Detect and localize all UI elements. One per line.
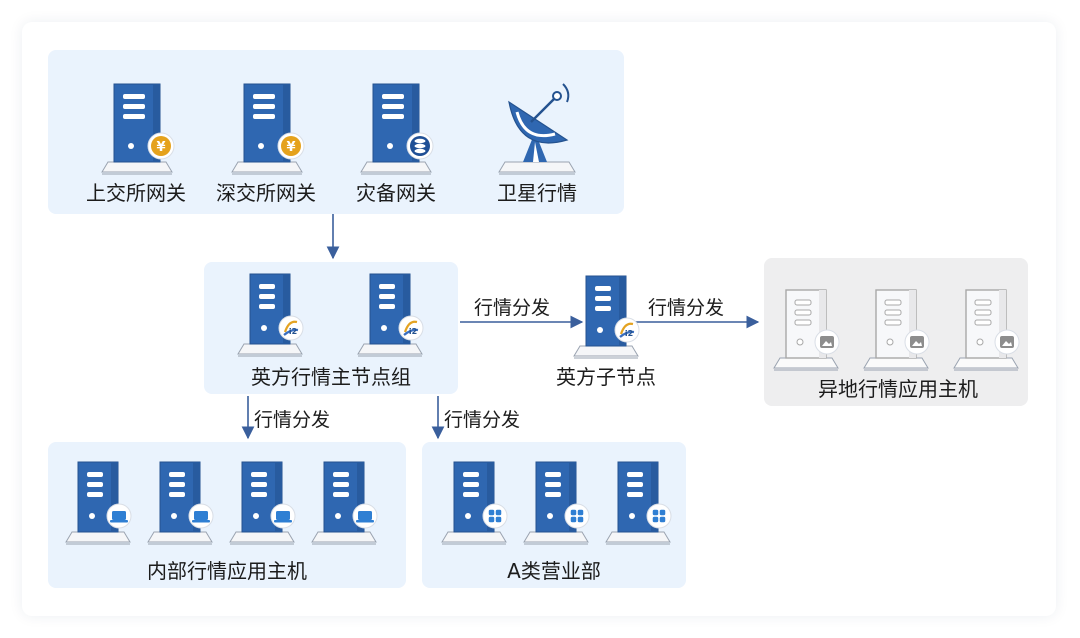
master-server-1: i2 — [237, 273, 304, 357]
nodes-layer: ¥ ¥ i2 i2 i2 — [65, 83, 1020, 545]
image-icon — [814, 329, 840, 355]
image-icon — [904, 329, 930, 355]
grid-icon — [564, 503, 590, 529]
branch-server-2 — [523, 461, 590, 545]
branch-server-3 — [605, 461, 672, 545]
image-icon — [994, 329, 1020, 355]
arrow-master-to-sub: 行情分发 — [460, 297, 584, 329]
yuan-coin-icon: ¥ — [277, 132, 305, 160]
gateway-server-sse: ¥ — [101, 83, 175, 175]
arrow-label-to-branch: 行情分发 — [444, 409, 520, 431]
gateway-server-disaster — [360, 83, 434, 175]
arrow-label-to-internal: 行情分发 — [254, 409, 330, 431]
monitor-icon — [352, 503, 378, 529]
svg-text:¥: ¥ — [286, 140, 295, 155]
i2-logo-icon: i2 — [398, 315, 424, 341]
gateway-label-disaster: 灾备网关 — [356, 181, 436, 205]
database-icon — [406, 132, 434, 160]
grid-icon — [646, 503, 672, 529]
monitor-icon — [188, 503, 214, 529]
sub-node-label: 英方子节点 — [556, 365, 656, 389]
gateways-panel — [48, 50, 624, 214]
sub-node-server: i2 — [573, 275, 640, 359]
svg-text:i2: i2 — [289, 327, 297, 336]
satellite-dish-icon — [498, 83, 576, 175]
arrow-label-to-sub: 行情分发 — [474, 297, 550, 319]
arrow-master-to-branch: 行情分发 — [431, 396, 520, 440]
internal-server-1 — [65, 461, 132, 545]
svg-text:i2: i2 — [409, 327, 417, 336]
svg-text:i2: i2 — [625, 329, 633, 338]
gateway-label-satellite: 卫星行情 — [497, 181, 577, 205]
master-server-2: i2 — [357, 273, 424, 357]
gateway-label-szse: 深交所网关 — [216, 181, 316, 205]
remote-server-2 — [863, 289, 930, 371]
monitor-icon — [106, 503, 132, 529]
master-label: 英方行情主节点组 — [251, 365, 411, 389]
internal-server-2 — [147, 461, 214, 545]
remote-server-3 — [953, 289, 1020, 371]
arrow-label-to-remote: 行情分发 — [648, 297, 724, 319]
grid-icon — [482, 503, 508, 529]
remote-server-1 — [773, 289, 840, 371]
arrow-sub-to-remote: 行情分发 — [632, 297, 760, 329]
internal-server-3 — [229, 461, 296, 545]
branch-label: A类营业部 — [507, 559, 601, 583]
internal-server-4 — [311, 461, 378, 545]
arrow-master-to-internal: 行情分发 — [241, 396, 330, 440]
internal-panel — [48, 442, 406, 588]
internal-label: 内部行情应用主机 — [147, 559, 307, 583]
gateway-server-szse: ¥ — [231, 83, 305, 175]
yuan-coin-icon: ¥ — [147, 132, 175, 160]
gateway-label-sse: 上交所网关 — [86, 181, 186, 205]
i2-logo-icon: i2 — [278, 315, 304, 341]
i2-logo-icon: i2 — [614, 317, 640, 343]
monitor-icon — [270, 503, 296, 529]
branch-server-1 — [441, 461, 508, 545]
svg-text:¥: ¥ — [156, 140, 165, 155]
remote-label: 异地行情应用主机 — [818, 377, 978, 401]
